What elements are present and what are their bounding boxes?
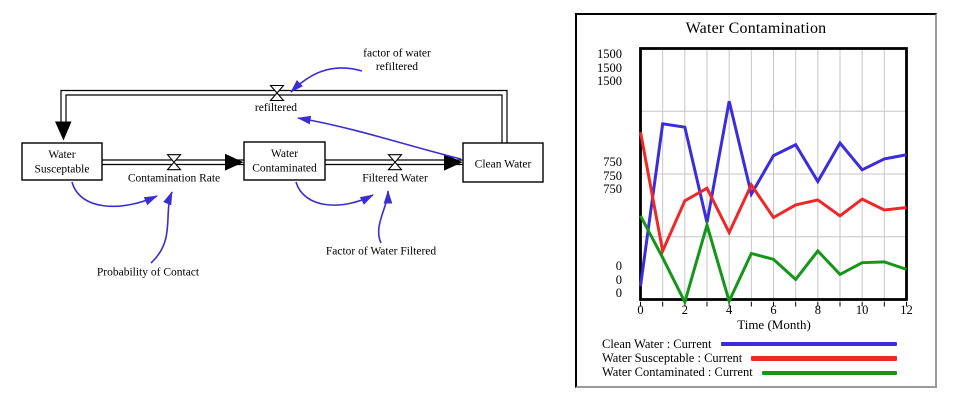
series-line-1 [639,131,907,257]
flow-label-contamination-rate[interactable]: Contamination Rate [128,173,220,185]
y-scale-label: 1500 [597,47,622,61]
stock-flow-diagram: Water Susceptable Water Contaminated Cle… [21,48,544,279]
y-scale-label: 750 [603,182,622,196]
x-axis-tick-labels: 0 2 4 6 8 10 12 [637,303,912,317]
plot-border [639,47,908,301]
legend-line-water-susceptable [751,356,897,361]
refiltered-pipe-outer [60,89,508,143]
influence-arrow-probability-to-contamination-rate [150,191,173,264]
influence-arrow-factor-to-refiltered [290,67,363,93]
stock-label-clean-water[interactable]: Clean Water [475,159,532,171]
legend-row-water-susceptable: Water Susceptable : Current [602,351,897,365]
stock-label-water-susceptable-line2[interactable]: Susceptable [35,164,90,176]
refiltered-pipe-inner [65,94,503,143]
stock-box-clean-water[interactable] [462,142,544,183]
flow-label-refiltered[interactable]: refiltered [255,102,297,114]
stock-box-water-contaminated[interactable] [243,141,326,181]
legend-line-clean-water [720,341,897,347]
x-tick-label: 4 [726,303,733,317]
flow-arrowhead-into-water-susceptable [55,121,72,141]
aux-label-factor-of-water-refiltered-line2[interactable]: refiltered [376,61,418,73]
valve-filtered-water-icon[interactable] [387,154,403,171]
stock-box-water-susceptable[interactable] [21,142,103,181]
x-tick-label: 0 [637,303,644,317]
stock-label-water-contaminated-line2[interactable]: Contaminated [252,163,317,175]
aux-label-factor-of-water-filtered[interactable]: Factor of Water Filtered [326,246,437,258]
flow-arrowhead-into-water-contaminated [225,153,244,171]
influence-arrow-factor-to-filtered-water [377,190,393,244]
influence-arrow-clean-water-to-refiltered [297,115,462,160]
y-scale-label: 0 [615,272,622,287]
series-line-0 [639,100,907,287]
flow-label-filtered-water[interactable]: Filtered Water [362,173,428,185]
legend-label-water-susceptable: Water Susceptable : Current [602,351,743,366]
series-line-2 [639,215,907,307]
x-axis-title: Time (Month) [737,317,811,332]
x-tick-label: 12 [900,303,913,317]
x-tick-label: 2 [681,303,688,317]
y-scale-label: 0 [615,286,622,300]
legend-line-water-contaminated [761,370,897,376]
stock-label-water-contaminated-line1[interactable]: Water [271,148,298,160]
x-tick-label: 6 [770,303,777,317]
y-scale-label: 0 [615,259,622,273]
valve-contamination-rate-icon[interactable] [166,154,182,171]
influence-arrow-susceptable-to-contamination-rate [71,181,158,208]
valve-refiltered-icon[interactable] [269,84,285,102]
y-scale-label: 750 [603,168,622,183]
legend-row-clean-water: Clean Water : Current [602,337,897,351]
chart-title: Water Contamination [685,20,827,37]
y-scale-label: 1500 [597,60,622,75]
y-scale-label: 1500 [597,74,622,88]
x-tick-label: 8 [814,303,821,317]
y-scale-label: 750 [603,155,622,169]
legend: Clean Water : Current Water Susceptable … [602,337,897,380]
flow-arrowhead-into-clean-water [444,153,463,171]
stock-label-water-susceptable-line1[interactable]: Water [48,149,75,161]
influence-arrow-contaminated-to-filtered-water [295,181,374,206]
aux-label-factor-of-water-refiltered-line1[interactable]: factor of water [363,48,431,60]
x-tick-label: 10 [855,303,869,317]
legend-label-clean-water: Clean Water : Current [602,336,712,351]
legend-row-water-contaminated: Water Contaminated : Current [602,365,897,380]
plot-area [639,47,908,307]
legend-label-water-contaminated: Water Contaminated : Current [602,365,753,380]
aux-label-probability-of-contact[interactable]: Probability of Contact [97,267,200,279]
